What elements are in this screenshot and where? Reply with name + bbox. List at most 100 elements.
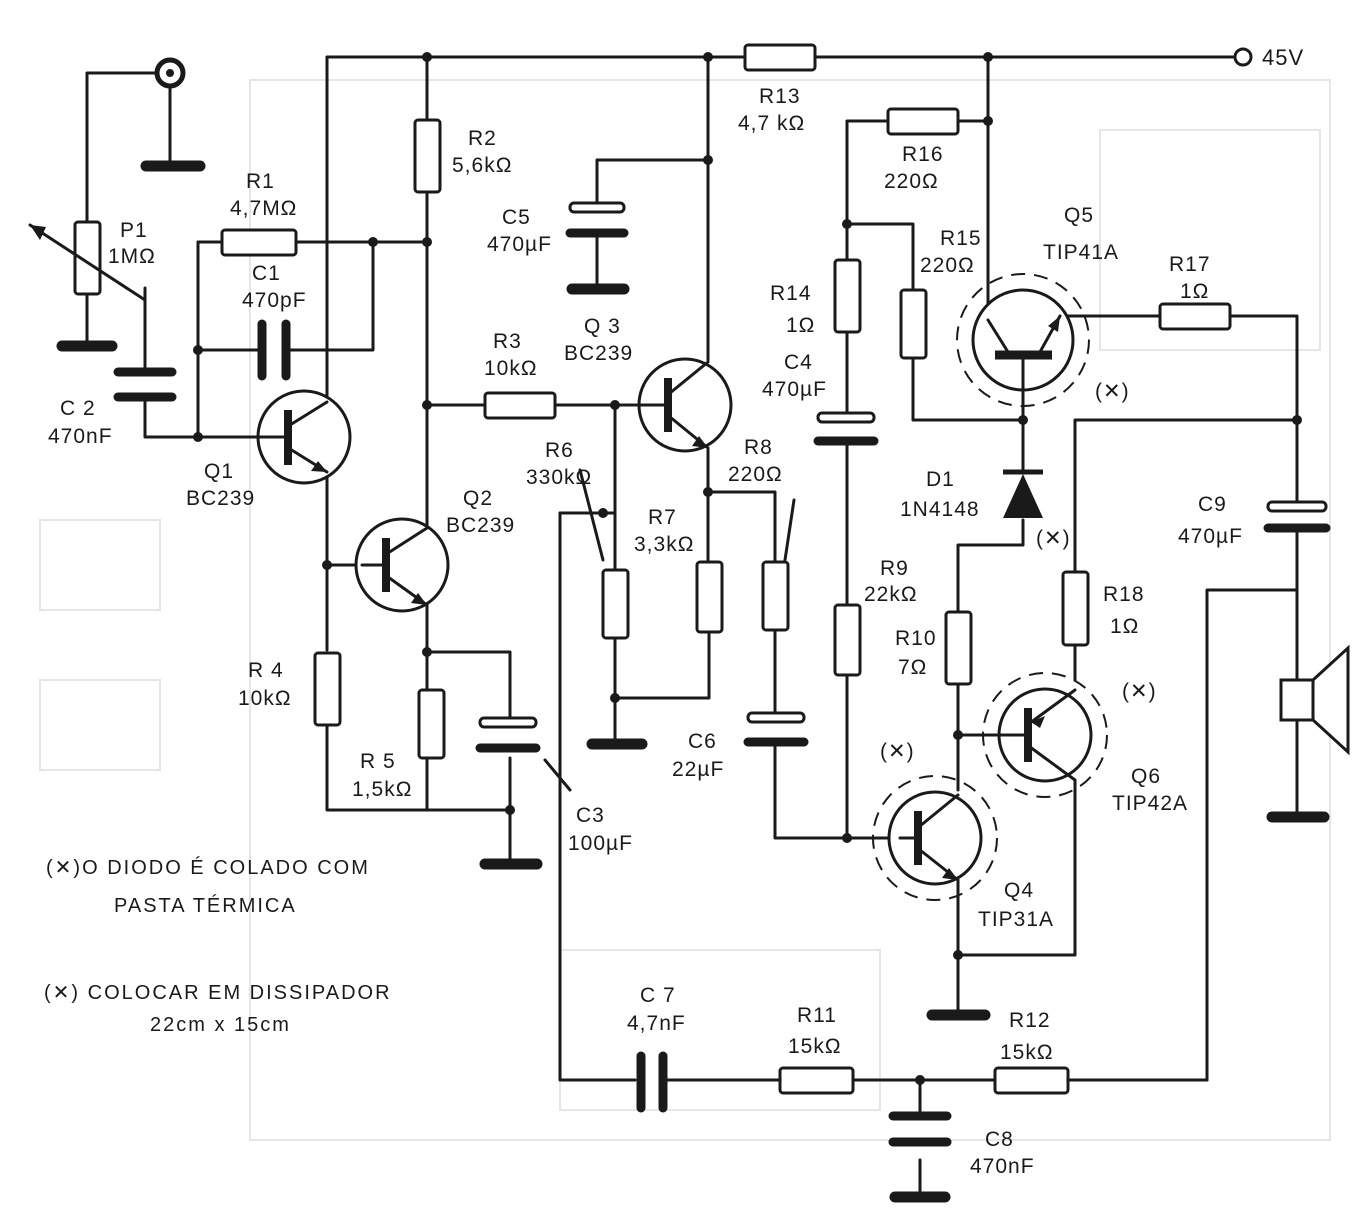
R5-value: 1,5kΩ (352, 778, 412, 801)
R9-ref: R9 (880, 557, 909, 580)
R12-value: 15kΩ (1000, 1041, 1054, 1064)
note-heatsink-line2: 22cm x 15cm (150, 1014, 291, 1036)
C5-ref: C5 (502, 206, 531, 229)
Q1-value: BC239 (186, 487, 255, 510)
R7-value: 3,3kΩ (634, 533, 694, 556)
R9-value: 22kΩ (864, 583, 918, 606)
C8-value: 470nF (970, 1155, 1035, 1178)
C4-ref: C4 (784, 351, 813, 374)
R17-value: 1Ω (1180, 280, 1209, 303)
R9-body (833, 603, 862, 677)
R16-body (886, 107, 960, 136)
D1-thermal-mark: (✕) (1036, 527, 1071, 550)
Q5-value: TIP41A (1043, 241, 1119, 264)
R18-body (1061, 570, 1090, 647)
R1-body (220, 228, 298, 257)
C8-ref: C8 (985, 1128, 1014, 1151)
R12-body (993, 1066, 1070, 1095)
R17-body (1158, 302, 1232, 331)
Q6-ref: Q6 (1131, 765, 1161, 788)
R3-ref: R3 (493, 330, 522, 353)
transistors (256, 273, 1108, 901)
R4-body (313, 651, 342, 727)
R14-ref: R14 (770, 282, 812, 305)
Q5-heatsink-mark: (✕) (1095, 380, 1130, 403)
note-diode-line1: (✕)O DIODO É COLADO COM (46, 856, 370, 879)
C2-value: 470nF (48, 425, 113, 448)
C9-ref: C9 (1198, 493, 1227, 516)
Q1-symbol (256, 389, 352, 485)
R3-value: 10kΩ (484, 357, 538, 380)
D1-symbol (1003, 469, 1043, 518)
R14-body (833, 258, 862, 334)
C3-value: 100µF (568, 832, 633, 855)
R7-ref: R7 (648, 506, 677, 529)
capacitors (113, 201, 1331, 1147)
input-jack (140, 57, 206, 172)
R16-value: 220Ω (884, 170, 939, 193)
R6-value: 330kΩ (526, 466, 592, 489)
C6-ref: C6 (688, 730, 717, 753)
C6-value: 22µF (672, 758, 724, 781)
Q3-value: BC239 (564, 342, 633, 365)
R10-value: 7Ω (898, 656, 927, 679)
junctions (193, 52, 1302, 1085)
speaker-symbol (1279, 644, 1350, 756)
C7-value: 4,7nF (627, 1012, 686, 1035)
R3-body (483, 391, 557, 420)
wires (85, 55, 1299, 1197)
supply-label: 45V (1262, 45, 1304, 70)
note-heatsink-line1: (✕) COLOCAR EM DISSIPADOR (44, 982, 392, 1004)
C9-value: 470µF (1178, 525, 1243, 548)
Q3-symbol (637, 357, 733, 453)
C4-value: 470µF (762, 378, 827, 401)
R15-body (899, 288, 928, 360)
C7-ref: C 7 (640, 984, 676, 1007)
R15-ref: R15 (940, 227, 982, 250)
Q4-heatsink-mark: (✕) (880, 740, 915, 763)
P1-body (73, 220, 102, 296)
R1-ref: R1 (246, 170, 275, 193)
notes: (✕)O DIODO É COLADO COM PASTA TÉRMICA (✕… (44, 856, 392, 1036)
R15-value: 220Ω (920, 254, 975, 277)
R11-value: 15kΩ (788, 1035, 842, 1058)
R14-value: 1Ω (786, 314, 815, 337)
R17-ref: R17 (1169, 253, 1211, 276)
R8-body (761, 560, 790, 632)
Q4-ref: Q4 (1004, 879, 1034, 902)
R2-value: 5,6kΩ (452, 154, 512, 177)
R11-ref: R11 (797, 1004, 837, 1027)
R2-ref: R2 (468, 127, 497, 150)
R6-body (601, 568, 630, 640)
Q1-ref: Q1 (204, 460, 234, 483)
R5-body (417, 688, 446, 760)
R4-ref: R 4 (248, 659, 284, 682)
R13-value: 4,7 kΩ (738, 112, 805, 135)
Q6-heatsink-mark: (✕) (1122, 680, 1157, 703)
Q5-ref: Q5 (1064, 204, 1094, 227)
R8-value: 220Ω (728, 463, 783, 486)
C1-value: 470pF (242, 289, 307, 312)
R7-body (695, 560, 724, 634)
R8-ref: R8 (744, 436, 773, 459)
R18-ref: R18 (1103, 583, 1145, 606)
labels: P1 1MΩ R1 4,7MΩ C1 470pF C 2 470nF Q1 BC… (48, 85, 1243, 1178)
C1-ref: C1 (252, 262, 281, 285)
R1-value: 4,7MΩ (230, 197, 297, 220)
Q6-value: TIP42A (1112, 792, 1188, 815)
R13-body (743, 43, 817, 72)
Q5-symbol (956, 273, 1090, 407)
R10-body (944, 610, 973, 686)
R11-body (778, 1066, 855, 1095)
R18-value: 1Ω (1110, 615, 1139, 638)
P1-ref: P1 (120, 219, 148, 242)
Q4-value: TIP31A (978, 908, 1054, 931)
D1-value: 1N4148 (900, 498, 980, 521)
R13-ref: R13 (759, 85, 801, 108)
R16-ref: R16 (902, 143, 944, 166)
grounds (56, 283, 1330, 1203)
C5-value: 470µF (487, 233, 552, 256)
Q2-symbol (354, 517, 450, 613)
P1-value: 1MΩ (108, 245, 156, 268)
R2-body (413, 118, 442, 194)
